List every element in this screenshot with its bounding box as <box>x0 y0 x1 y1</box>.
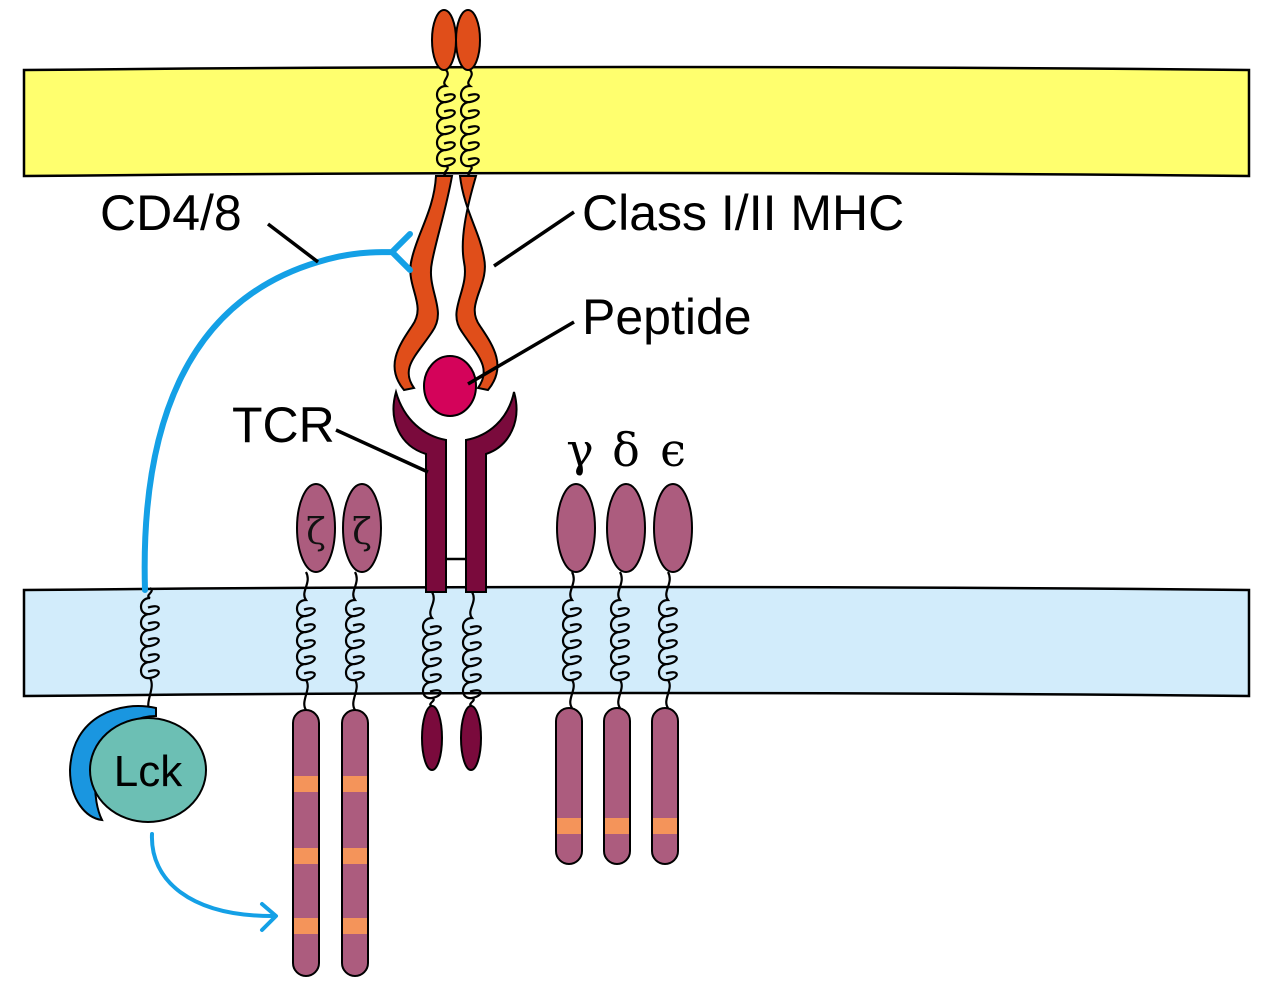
tcr-alpha-helix <box>421 591 442 708</box>
mhc-helix-left <box>435 69 456 177</box>
t-cell-membrane <box>22 585 1251 698</box>
tcr-receptor <box>392 388 518 593</box>
cd3-delta-helix <box>609 571 630 709</box>
zeta1-helix <box>295 571 316 711</box>
lck-kinase: Lck <box>68 705 207 823</box>
tcr-beta-helix <box>461 591 482 708</box>
cd3-epsilon-helix <box>657 571 678 709</box>
cd3-gamma-helix <box>561 571 582 709</box>
transmembrane-helices <box>139 571 678 713</box>
tcr-leader <box>335 428 429 474</box>
tcr-tails <box>421 705 482 771</box>
mhc-top-domains <box>431 9 481 71</box>
peptide <box>423 355 477 417</box>
peptide-leader <box>467 320 575 386</box>
lck-label: Lck <box>114 747 183 796</box>
cd3-gamma-delta-epsilon <box>555 483 693 865</box>
mhc-helix-right <box>459 69 480 177</box>
epsilon-label: ϵ <box>660 423 686 477</box>
zeta-label-2: ζ <box>352 512 372 553</box>
delta-label: δ <box>612 423 640 477</box>
apc-membrane <box>22 65 1251 178</box>
cd3-zeta-chains <box>292 483 382 977</box>
mhc-label: Class I/II MHC <box>582 185 904 241</box>
tcr-label: TCR <box>232 397 335 453</box>
peptide-label: Peptide <box>582 289 752 345</box>
cd48-label: CD4/8 <box>100 185 242 241</box>
cd48-helix <box>139 587 160 713</box>
cd48-leader <box>266 222 320 264</box>
mhc-transmembrane-coils <box>435 69 480 177</box>
zeta2-helix <box>344 571 365 711</box>
zeta-itams <box>294 776 367 934</box>
phosphorylation-arrow-icon <box>149 832 278 932</box>
cd48-coreceptor <box>141 231 413 593</box>
mhc-leader <box>493 210 575 268</box>
gamma-label: γ <box>566 423 594 477</box>
mhc-chains <box>393 175 499 392</box>
zeta-label-1: ζ <box>306 512 326 553</box>
